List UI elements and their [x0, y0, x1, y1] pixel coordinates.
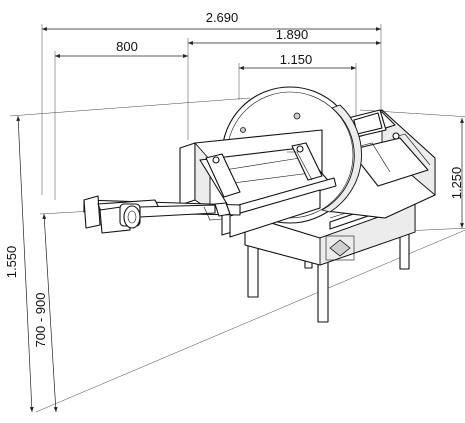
- dimension-lines: [9, 24, 465, 413]
- dim-line-total-height: [16, 115, 34, 413]
- label-feed-length: 800: [116, 39, 138, 54]
- dim-line-table-height: [42, 213, 58, 413]
- label-machine-length: 1.890: [276, 27, 309, 42]
- label-total-height: 1.550: [4, 246, 19, 279]
- label-blade-width: 1.150: [280, 52, 313, 67]
- feed-arm: [83, 195, 241, 234]
- label-table-height: 700 - 900: [33, 293, 48, 348]
- carriage: [179, 129, 337, 238]
- label-machine-height: 1.250: [449, 167, 464, 200]
- label-overall-length: 2.690: [206, 10, 239, 25]
- control-knob-icon: [329, 239, 351, 257]
- slicer-machine: [83, 86, 436, 323]
